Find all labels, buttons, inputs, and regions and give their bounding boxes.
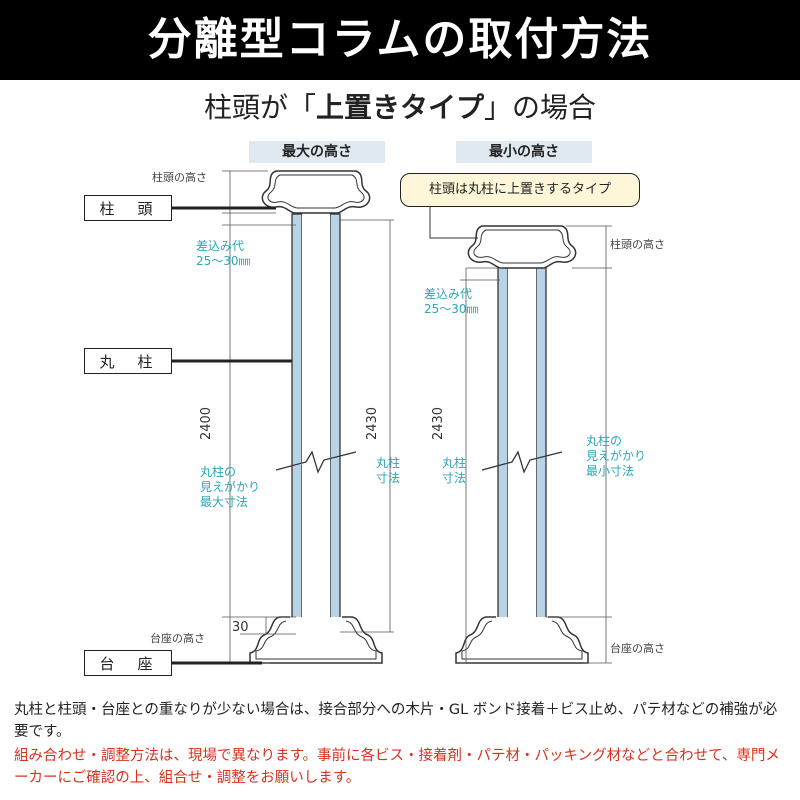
subtitle-pre: 柱頭が「 [203, 91, 316, 124]
label-base-height-left: 台座の高さ [150, 632, 205, 645]
note-reinforcement: 丸柱と柱頭・台座との重なりが少ない場合は、接合部分への木片・GL ボンド接着＋ビ… [14, 702, 778, 740]
column-left-shaft-a [291, 213, 303, 635]
tab-max-height: 最大の高さ [249, 141, 385, 163]
dim-2430-right: 2430 [431, 406, 447, 441]
label-insert-right-1: 差込み代 [424, 287, 473, 301]
label-insert-left-1: 差込み代 [196, 239, 245, 253]
column-left-shaft-b [329, 213, 341, 635]
label-max-visible-2: 見えがかり [200, 480, 261, 494]
label-insert-right-2: 25～30㎜ [424, 302, 479, 316]
break-mark-left [275, 450, 357, 474]
left-assembly [172, 170, 394, 665]
label-col-size-left-1: 丸柱 [376, 456, 401, 470]
part-capital-box: 柱 頭 [84, 195, 172, 221]
callout-top-placement: 柱頭は丸柱に上置きするタイプ [400, 173, 640, 207]
capital-right [467, 225, 577, 269]
label-min-visible-2: 見えがかり [586, 449, 647, 463]
column-right-shaft-a [497, 261, 509, 635]
label-min-visible-3: 最小寸法 [586, 464, 635, 478]
subtitle-post: 」の場合 [484, 91, 597, 124]
note-warning: 組み合わせ・調整方法は、現場で異なります。事前に各ビス・接着剤・パテ材・パッキン… [14, 748, 780, 786]
page-title: 分離型コラムの取付方法 [147, 14, 653, 65]
label-base-height-right: 台座の高さ [610, 642, 665, 655]
part-base-box: 台 座 [84, 650, 172, 676]
part-column-box: 丸 柱 [84, 348, 172, 374]
installation-diagram [172, 170, 612, 665]
column-right-shaft-b [535, 261, 547, 635]
label-max-visible-3: 最大寸法 [200, 495, 249, 509]
subtitle-bold: 上置きタイプ [315, 91, 484, 124]
label-capital-height-right: 柱頭の高さ [610, 238, 665, 251]
base-right [455, 616, 589, 664]
tab-min-height: 最小の高さ [456, 141, 592, 163]
right-assembly [429, 207, 612, 664]
label-col-size-left-2: 寸法 [376, 471, 401, 485]
capital-left [261, 170, 371, 214]
subtitle: 柱頭が「上置きタイプ」の場合 [0, 86, 800, 126]
label-min-visible-1: 丸柱の [586, 434, 623, 448]
break-mark-right [481, 450, 563, 474]
label-col-size-right-1: 丸柱 [442, 456, 467, 470]
dim-30: 30 [232, 620, 249, 635]
header-bar [0, 0, 800, 80]
dim-2400: 2400 [199, 406, 215, 441]
base-left [249, 616, 383, 664]
label-col-size-right-2: 寸法 [442, 471, 467, 485]
label-max-visible-1: 丸柱の [200, 465, 237, 479]
dim-2430-left: 2430 [365, 406, 381, 441]
label-capital-height-left: 柱頭の高さ [152, 171, 207, 184]
label-insert-left-2: 25～30㎜ [196, 254, 251, 268]
